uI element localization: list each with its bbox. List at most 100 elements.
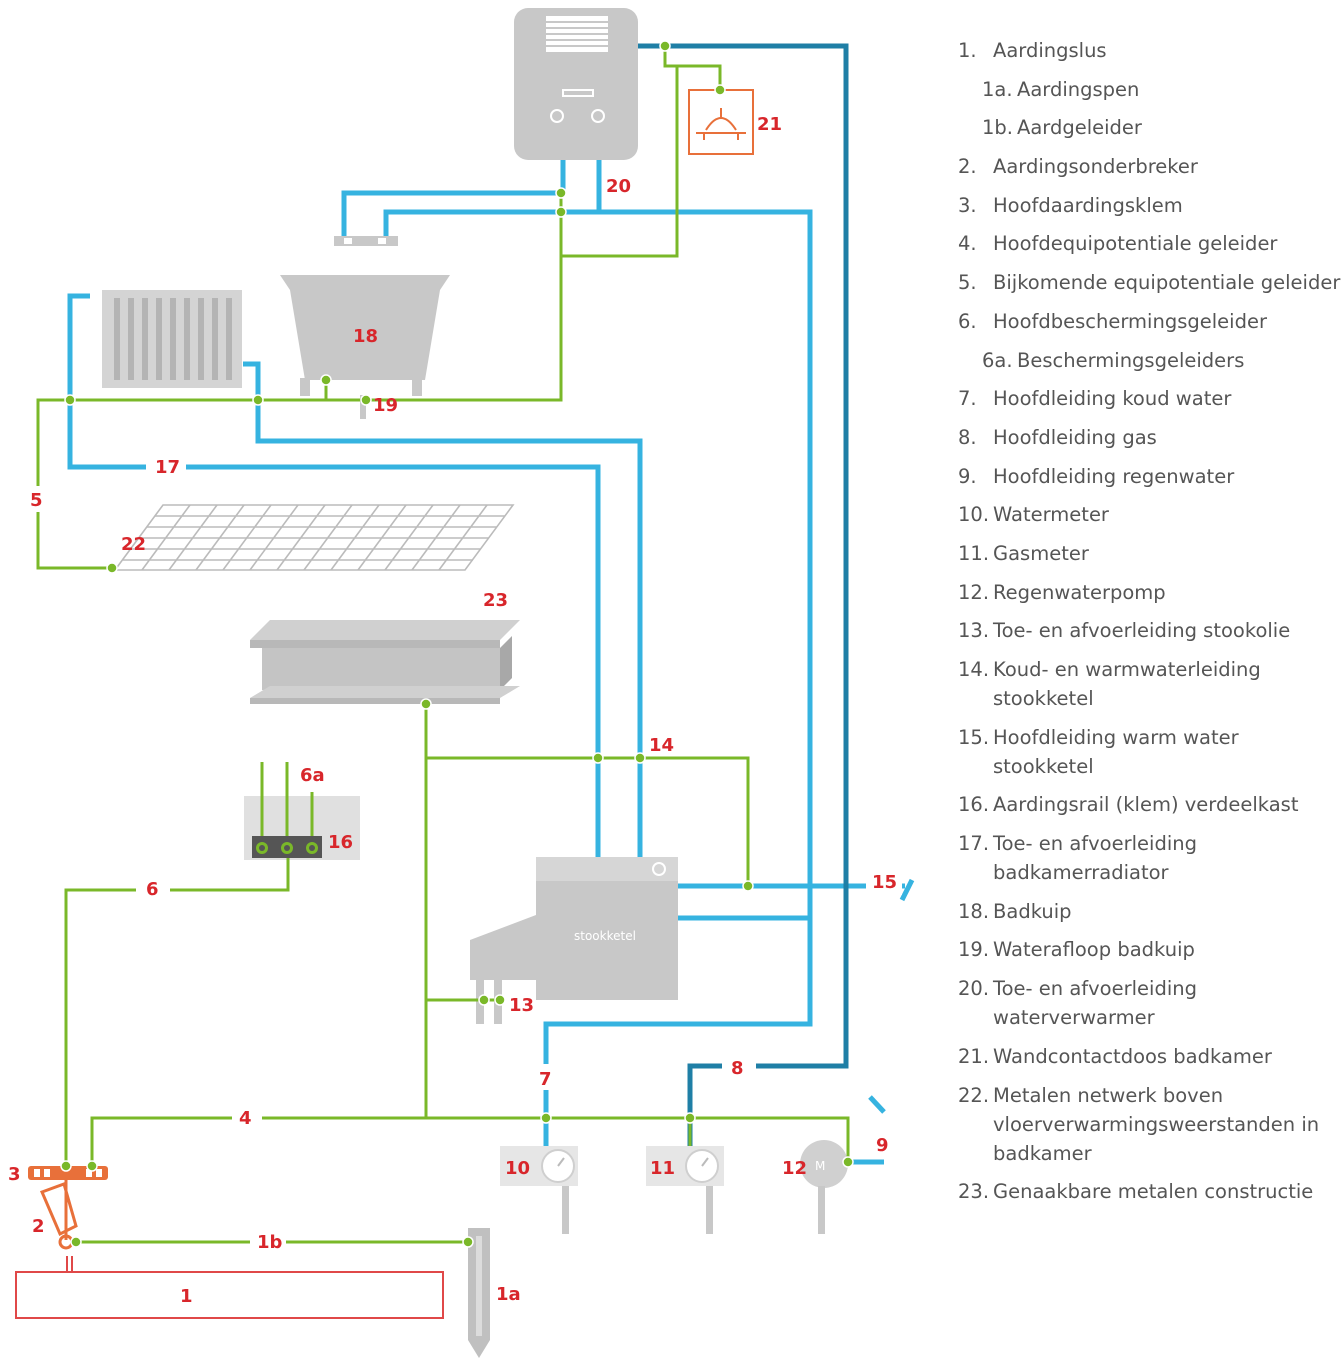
label-13: 13 [509, 995, 534, 1016]
label-1: 1 [180, 1286, 193, 1307]
legend-text: Regenwaterpomp [993, 580, 1166, 604]
label-3: 3 [8, 1164, 21, 1185]
legend-text: Wandcontactdoos badkamer [993, 1044, 1272, 1068]
boiler [470, 857, 678, 1024]
legend-item: 18.Badkuip [958, 897, 1338, 926]
legend-number: 19. [958, 938, 990, 962]
legend-text: Aardingslus [993, 39, 1107, 62]
legend-number: 18. [958, 899, 990, 923]
legend-number: 5. [958, 271, 977, 295]
label-9: 9 [876, 1135, 889, 1156]
legend-text: waterverwarmer [993, 1006, 1155, 1030]
legend-number: 2. [958, 155, 977, 179]
label-23: 23 [483, 590, 508, 611]
legend-item: 7. Hoofdleiding koud water [958, 384, 1338, 413]
metal-mesh-network [113, 504, 515, 571]
legend-number: 15. [958, 725, 990, 749]
grounding-rod [468, 1228, 490, 1358]
legend-text: Aardingsrail (klem) verdeelkast [993, 793, 1299, 817]
label-10: 10 [505, 1158, 530, 1179]
legend-text: Metalen netwerk boven [993, 1083, 1224, 1107]
label-16: 16 [328, 832, 353, 853]
legend-text: stookketel [993, 687, 1094, 710]
legend-number: 1b. [982, 116, 1013, 140]
legend-text: Toe- en afvoerleiding [993, 832, 1197, 856]
legend-text: stookketel [993, 754, 1094, 778]
legend-item: 11.Gasmeter [958, 539, 1338, 568]
legend-item: 19.Waterafloop badkuip [958, 935, 1338, 964]
legend-text: Genaakbare metalen constructie [993, 1180, 1314, 1204]
earth-conductors [36, 46, 850, 1244]
legend-item: 15.Hoofdleiding warm water stookketel [958, 723, 1338, 781]
legend-text: Hoofdequipotentiale geleider [993, 232, 1278, 256]
legend-number: 21. [958, 1044, 990, 1068]
legend-text: Hoofdleiding gas [993, 425, 1157, 449]
legend-text: Hoofdleiding koud water [993, 387, 1232, 411]
water-heater [514, 8, 638, 160]
legend-item: 5.Bijkomende equipotentiale geleider [958, 268, 1340, 297]
label-18: 18 [353, 326, 378, 347]
label-19: 19 [373, 395, 398, 416]
legend-number: 11. [958, 541, 990, 565]
label-2: 2 [32, 1216, 45, 1237]
junction-dots [60, 40, 854, 1248]
legend-number: 6a. [982, 348, 1013, 372]
legend-text: Gasmeter [993, 541, 1089, 565]
label-22: 22 [121, 534, 146, 555]
legend-text: Koud- en warmwaterleiding [993, 658, 1261, 681]
legend-number: 9. [958, 464, 977, 488]
legend-text: Aardingsonderbreker [993, 155, 1198, 179]
legend-item: 6. Hoofdbeschermingsgeleider [958, 307, 1338, 336]
boiler-text: stookketel [574, 929, 636, 943]
legend-item: 2. Aardingsonderbreker [958, 152, 1338, 181]
legend-number: 4. [958, 232, 977, 256]
label-7: 7 [539, 1069, 552, 1090]
legend-number: 1a. [982, 77, 1013, 101]
legend-text: Badkuip [993, 899, 1072, 923]
legend-number: 8. [958, 425, 977, 449]
legend-text: Watermeter [993, 503, 1109, 527]
legend-number: 14. [958, 658, 990, 681]
legend-text: badkamerradiator [993, 861, 1169, 885]
legend-item: 4. Hoofdequipotentiale geleider [958, 229, 1338, 258]
label-11: 11 [650, 1158, 675, 1179]
legend-item: 22.Metalen netwerk boven vloerverwarmings… [958, 1081, 1338, 1168]
metal-i-beam [250, 620, 520, 704]
label-4: 4 [239, 1108, 252, 1129]
legend-text: Beschermingsgeleiders [1017, 348, 1245, 372]
legend-text: Aardgeleider [1017, 116, 1142, 140]
legend-number: 7. [958, 387, 977, 411]
rainwater-pump [800, 1140, 848, 1234]
legend-number: 1. [958, 39, 977, 62]
bathtub [280, 275, 450, 419]
legend-text: Hoofdbeschermingsgeleider [993, 309, 1267, 333]
legend-item: 1a.Aardingspen [958, 75, 1338, 104]
legend-item: 9.Hoofdleiding regenwater [958, 462, 1338, 491]
grounding-loop [15, 1271, 444, 1319]
legend-number: 10. [958, 503, 990, 527]
label-21: 21 [757, 114, 782, 135]
legend-number: 22. [958, 1083, 990, 1107]
label-14: 14 [649, 735, 674, 756]
legend-item: 13.Toe- en afvoerleiding stookolie [958, 616, 1338, 645]
grounding-disconnector [39, 1180, 78, 1250]
legend-number: 6. [958, 309, 977, 333]
legend-text: Toe- en afvoerleiding stookolie [993, 619, 1291, 643]
legend-number: 20. [958, 977, 990, 1001]
legend-text: vloerverwarmingsweerstanden in [993, 1112, 1320, 1136]
legend-item: 14.Koud- en warmwaterleiding stookketel [958, 655, 1338, 713]
legend-item: 16.Aardingsrail (klem) verdeelkast [958, 790, 1338, 819]
legend-number: 12. [958, 580, 990, 604]
gas-pipe [638, 43, 849, 1146]
legend-item: 20.Toe- en afvoerleiding waterverwarmer [958, 974, 1338, 1032]
gas-meter [646, 1146, 724, 1234]
legend: 1. Aardingslus 1a.Aardingspen 1b.Aardgeleid… [958, 36, 1340, 1216]
label-5: 5 [30, 490, 43, 511]
legend-text: Toe- en afvoerleiding [993, 977, 1197, 1001]
label-20: 20 [606, 176, 631, 197]
legend-item: 8. Hoofdleiding gas [958, 423, 1338, 452]
legend-number: 13. [958, 619, 990, 643]
label-1b: 1b [257, 1232, 283, 1253]
legend-text: badkamer [993, 1141, 1092, 1165]
legend-text: Hoofdleiding warm water [993, 725, 1239, 749]
